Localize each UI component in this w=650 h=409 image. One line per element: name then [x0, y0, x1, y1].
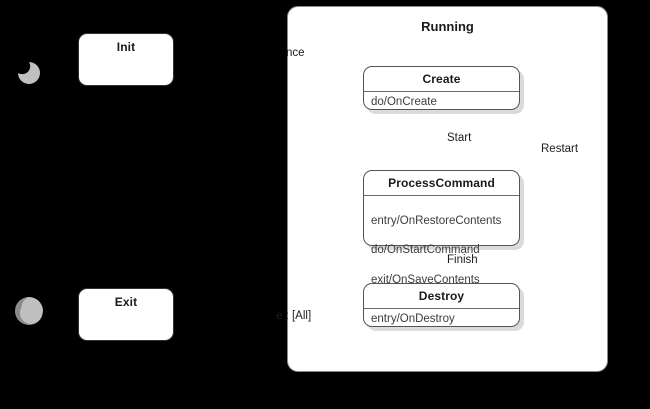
- occlusion-mask-bottom: [0, 376, 650, 409]
- edge-label-start: Start: [447, 132, 472, 144]
- final-state-marker: [14, 296, 44, 326]
- state-init-title: Init: [116, 40, 136, 54]
- state-destroy-divider: [364, 308, 519, 310]
- activity-exit: exit/OnSaveContents: [371, 273, 480, 286]
- state-destroy-title: Destroy: [418, 289, 465, 303]
- state-create-activities: do/OnCreate: [371, 96, 437, 109]
- state-process-command-activities: entry/OnRestoreContents do/OnStartComman…: [364, 196, 519, 291]
- state-exit-title: Exit: [114, 295, 138, 309]
- state-exit[interactable]: Exit: [78, 288, 174, 341]
- state-init[interactable]: Init: [78, 33, 174, 86]
- activity-entry: entry/OnRestoreContents: [371, 214, 502, 227]
- composite-state-title: Running: [421, 19, 474, 34]
- activity-do: do/OnStartCommand: [371, 244, 480, 257]
- state-process-command[interactable]: ProcessCommand entry/OnRestoreContents d…: [363, 170, 520, 286]
- state-create-divider: [364, 91, 519, 93]
- occlusion-mask-right: [617, 0, 650, 409]
- state-destroy-activities: entry/OnDestroy: [371, 313, 455, 326]
- state-create[interactable]: Create do/OnCreate: [363, 66, 520, 110]
- edge-label-restart: Restart: [541, 143, 579, 155]
- state-destroy[interactable]: Destroy entry/OnDestroy: [363, 283, 520, 327]
- state-process-command-divider: [364, 195, 519, 197]
- edge-label-finish: Finish: [447, 254, 478, 266]
- edge-label-instance-truncated: nce: [286, 47, 305, 59]
- state-process-command-title: ProcessCommand: [388, 176, 495, 190]
- state-create-title: Create: [422, 72, 461, 86]
- edge-label-all-truncated: e : [All]: [276, 310, 312, 322]
- initial-state-marker: [18, 62, 40, 84]
